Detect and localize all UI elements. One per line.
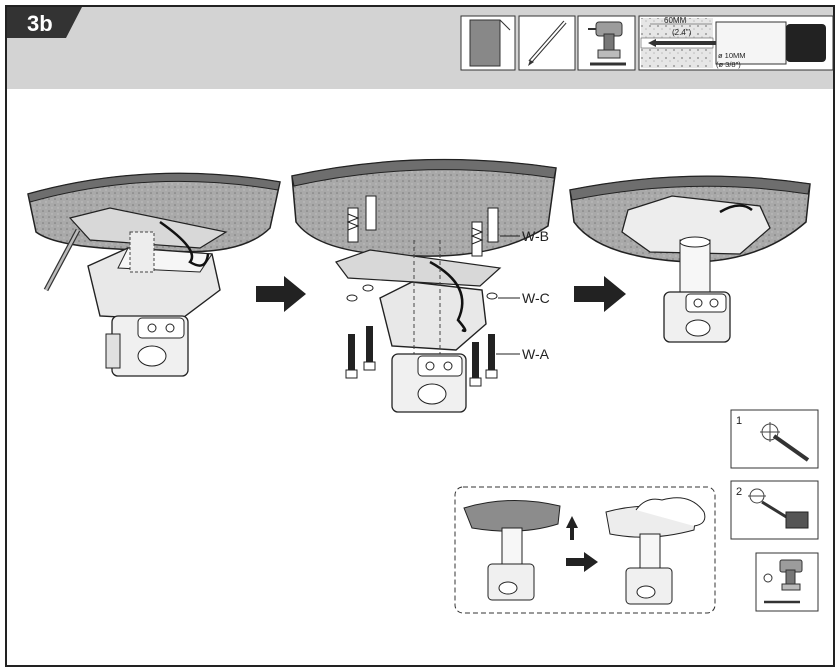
panel-mark-ceiling bbox=[27, 172, 281, 377]
bit-holder-icon bbox=[763, 573, 773, 583]
mini-step-mark: 1 bbox=[730, 409, 819, 469]
depth-mm-label: 60MM bbox=[664, 16, 687, 25]
drill-depth-icon: 60MM (2.4") ø 10MM (ø 3/8") bbox=[638, 15, 834, 71]
depth-in-label: (2.4") bbox=[672, 28, 692, 37]
mini-step-drill-tool bbox=[755, 552, 819, 612]
drill-bit-icon bbox=[761, 500, 789, 520]
panel-assembled bbox=[569, 175, 811, 343]
step-number: 3b bbox=[27, 11, 53, 36]
panel-exploded-view: W-B W-C W-A bbox=[291, 158, 557, 413]
arrow-right-icon bbox=[574, 276, 626, 312]
diameter-in-label: (ø 3/8") bbox=[716, 60, 741, 69]
step-badge bbox=[7, 7, 82, 38]
mini-step-drill: 2 bbox=[730, 480, 819, 540]
anchor-w-b bbox=[346, 195, 499, 257]
bolt-w-a bbox=[345, 326, 498, 387]
mini-step-2-number: 2 bbox=[736, 486, 742, 498]
callout-anchor-label: W-B bbox=[522, 228, 549, 244]
wall-icon bbox=[460, 15, 516, 71]
arrow-right-icon bbox=[566, 552, 598, 572]
tools-strip: 60MM (2.4") ø 10MM (ø 3/8") bbox=[460, 15, 834, 71]
callout-bolt-label: W-A bbox=[522, 346, 550, 362]
arrow-up-icon bbox=[566, 516, 578, 540]
drill-icon bbox=[577, 15, 636, 71]
pencil-icon bbox=[518, 15, 576, 71]
diameter-mm-label: ø 10MM bbox=[718, 51, 746, 60]
cover-inset bbox=[454, 486, 716, 614]
mini-step-1-number: 1 bbox=[736, 415, 742, 427]
callout-washer-label: W-C bbox=[522, 290, 550, 306]
pencil-icon bbox=[772, 434, 810, 462]
arrow-right-icon bbox=[256, 276, 306, 312]
